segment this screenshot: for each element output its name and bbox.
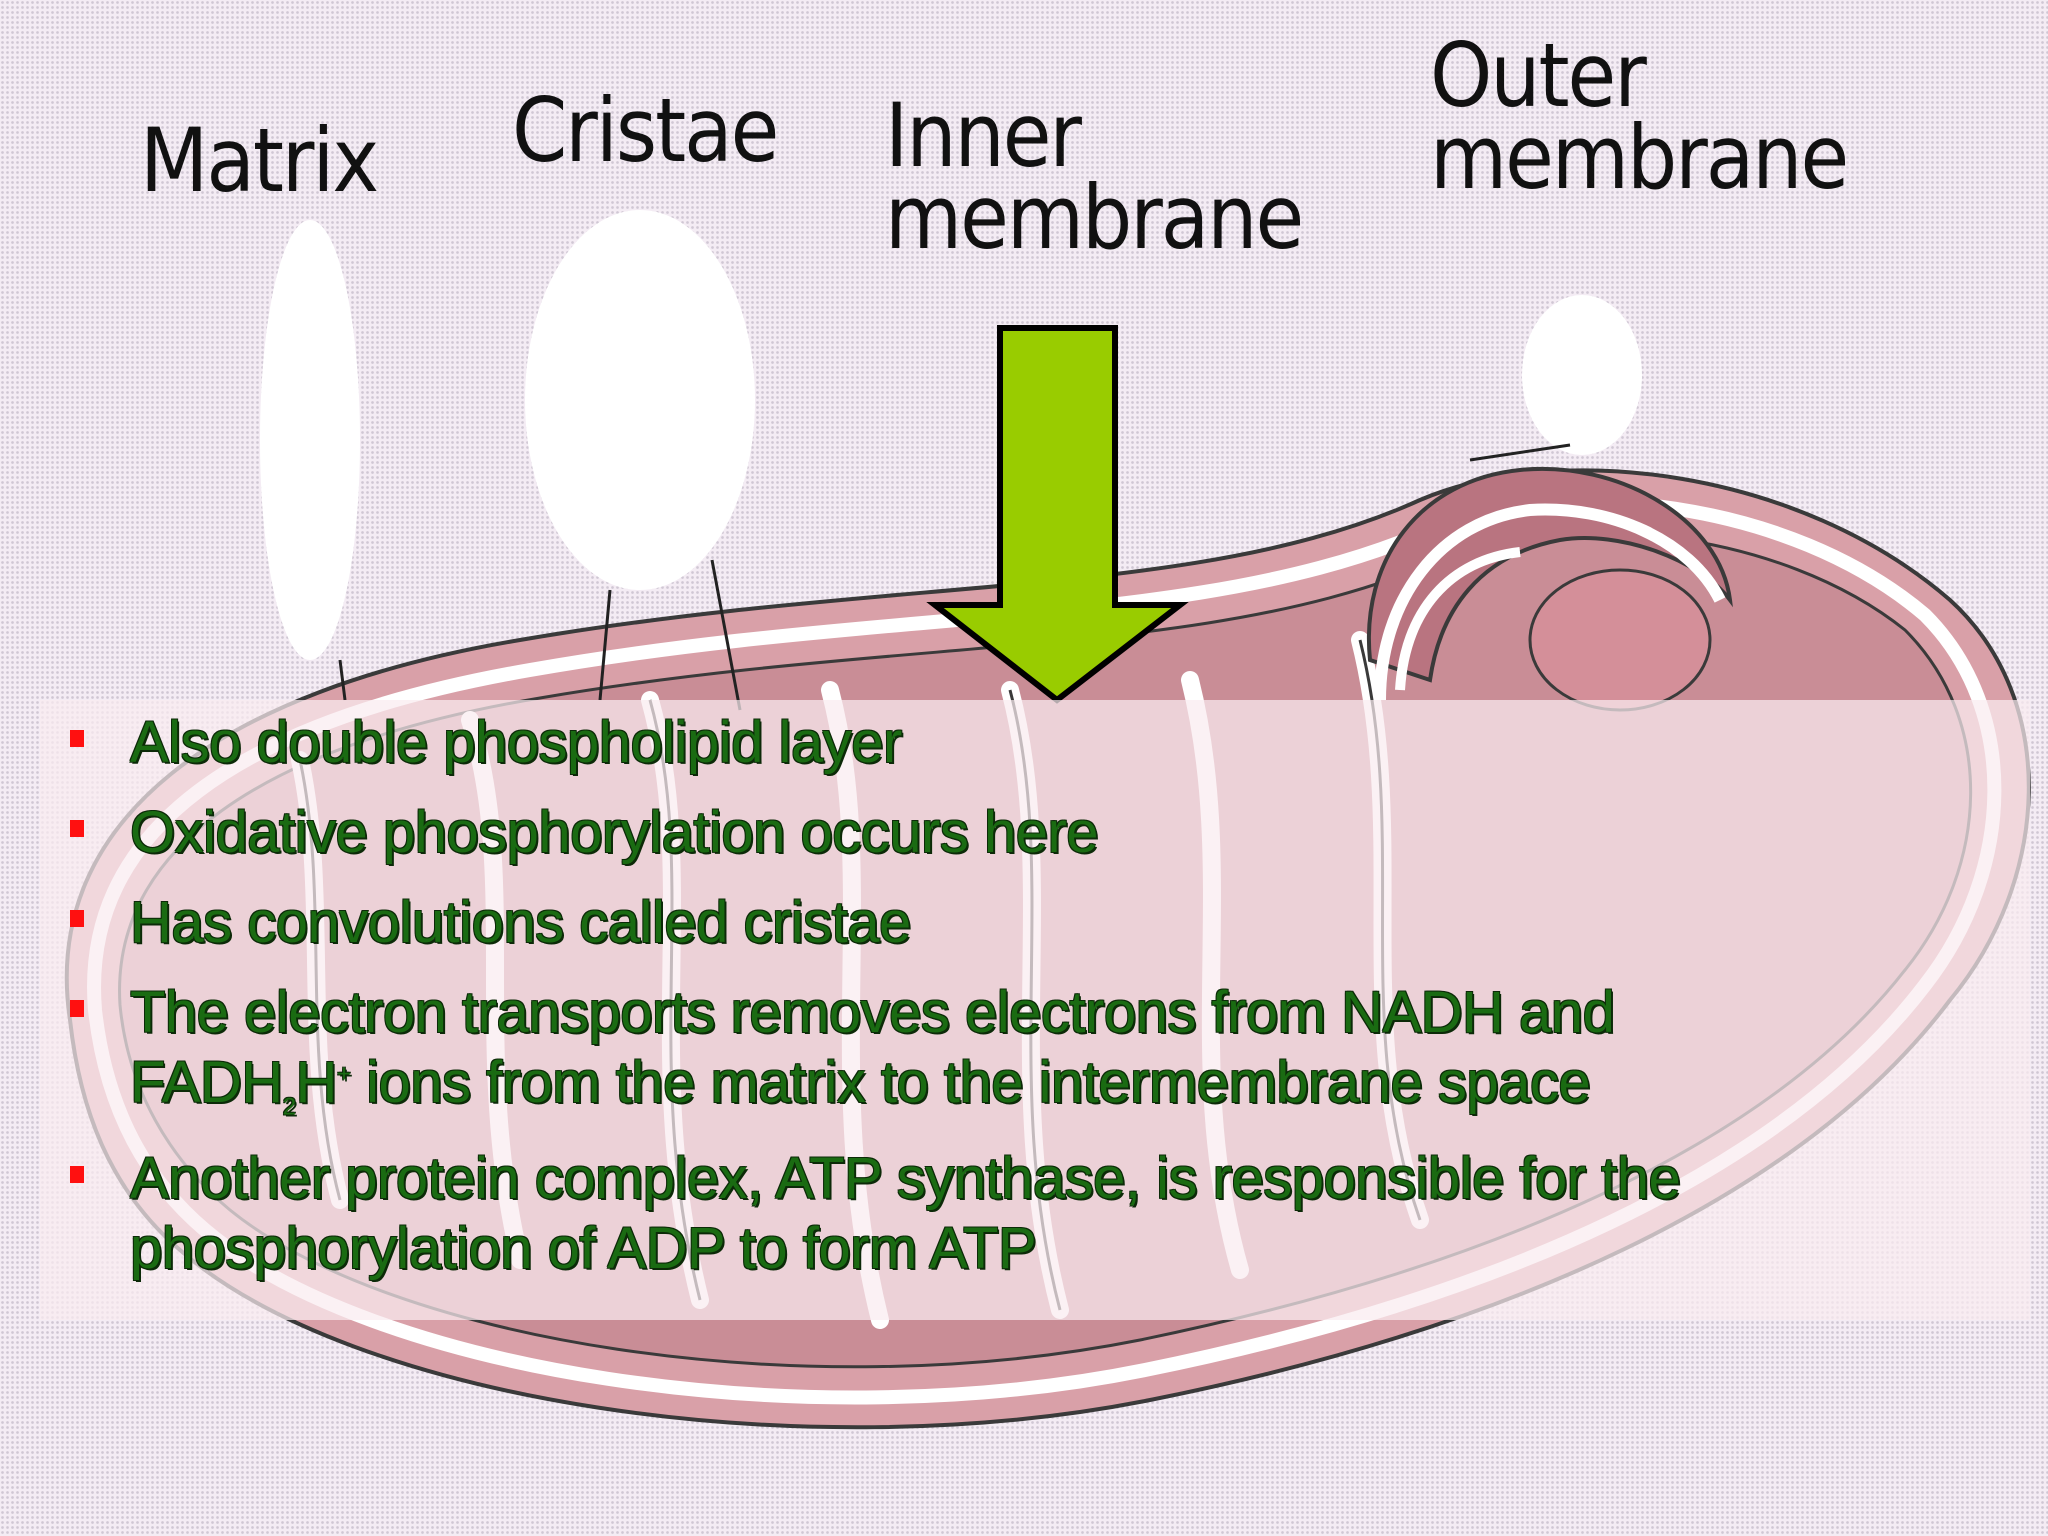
bullet-item: The electron transports removes electron… [60, 978, 1990, 1121]
outer-pointer-blob [1522, 295, 1642, 455]
bullet-square-icon [70, 820, 84, 837]
label-matrix-text: Matrix [140, 109, 379, 212]
bullet-text-rest: ions from the matrix to the intermembran… [350, 1050, 1591, 1115]
bullet-item: Another protein complex, ATP synthase, i… [60, 1144, 1990, 1284]
label-inner-line1: Inner [885, 84, 1082, 187]
bullet-text-line1: The electron transports removes electron… [130, 980, 1615, 1045]
cristae-leader-line-2 [710, 559, 742, 711]
bullet-square-icon [70, 730, 84, 747]
cristae-pointer-blob [525, 210, 755, 590]
bullet-text: Also double phospholipid layer [130, 710, 902, 775]
label-outer-line1: Outer [1430, 24, 1647, 127]
cristae-leader-line-1 [598, 589, 612, 701]
outer-leader-line [1469, 443, 1571, 462]
bullet-text-fadh: FADH [130, 1050, 283, 1115]
label-cristae-text: Cristae [512, 79, 779, 182]
cristae-end-view [1366, 466, 1733, 683]
bullet-text-h: H [295, 1050, 338, 1115]
label-outer-line2: membrane [1430, 106, 1849, 209]
text-overlay-panel [40, 700, 2030, 1320]
label-matrix: Matrix [140, 109, 379, 212]
bullet-text: Oxidative phosphorylation occurs here [130, 800, 1099, 865]
down-arrow-icon [926, 325, 1189, 704]
matrix-pointer-blob [260, 220, 360, 660]
subscript-2: 2 [282, 1093, 296, 1121]
bullet-item: Oxidative phosphorylation occurs here [60, 798, 1990, 868]
bullet-square-icon [70, 1000, 84, 1017]
matrix-leader-line [338, 659, 347, 701]
label-inner-membrane: Inner membrane [885, 84, 1304, 269]
bullet-item: Has convolutions called cristae [60, 888, 1990, 958]
bullet-list: Also double phospholipid layer Oxidative… [60, 708, 1990, 1304]
label-cristae: Cristae [512, 79, 779, 182]
label-inner-line2: membrane [885, 166, 1304, 269]
label-outer-membrane: Outer membrane [1430, 24, 1849, 209]
bullet-square-icon [70, 910, 84, 927]
bullet-text: Has convolutions called cristae [130, 890, 911, 955]
superscript-plus: + [336, 1060, 351, 1088]
bullet-item: Also double phospholipid layer [60, 708, 1990, 778]
bullet-text: Another protein complex, ATP synthase, i… [130, 1146, 1681, 1281]
bullet-square-icon [70, 1166, 84, 1183]
